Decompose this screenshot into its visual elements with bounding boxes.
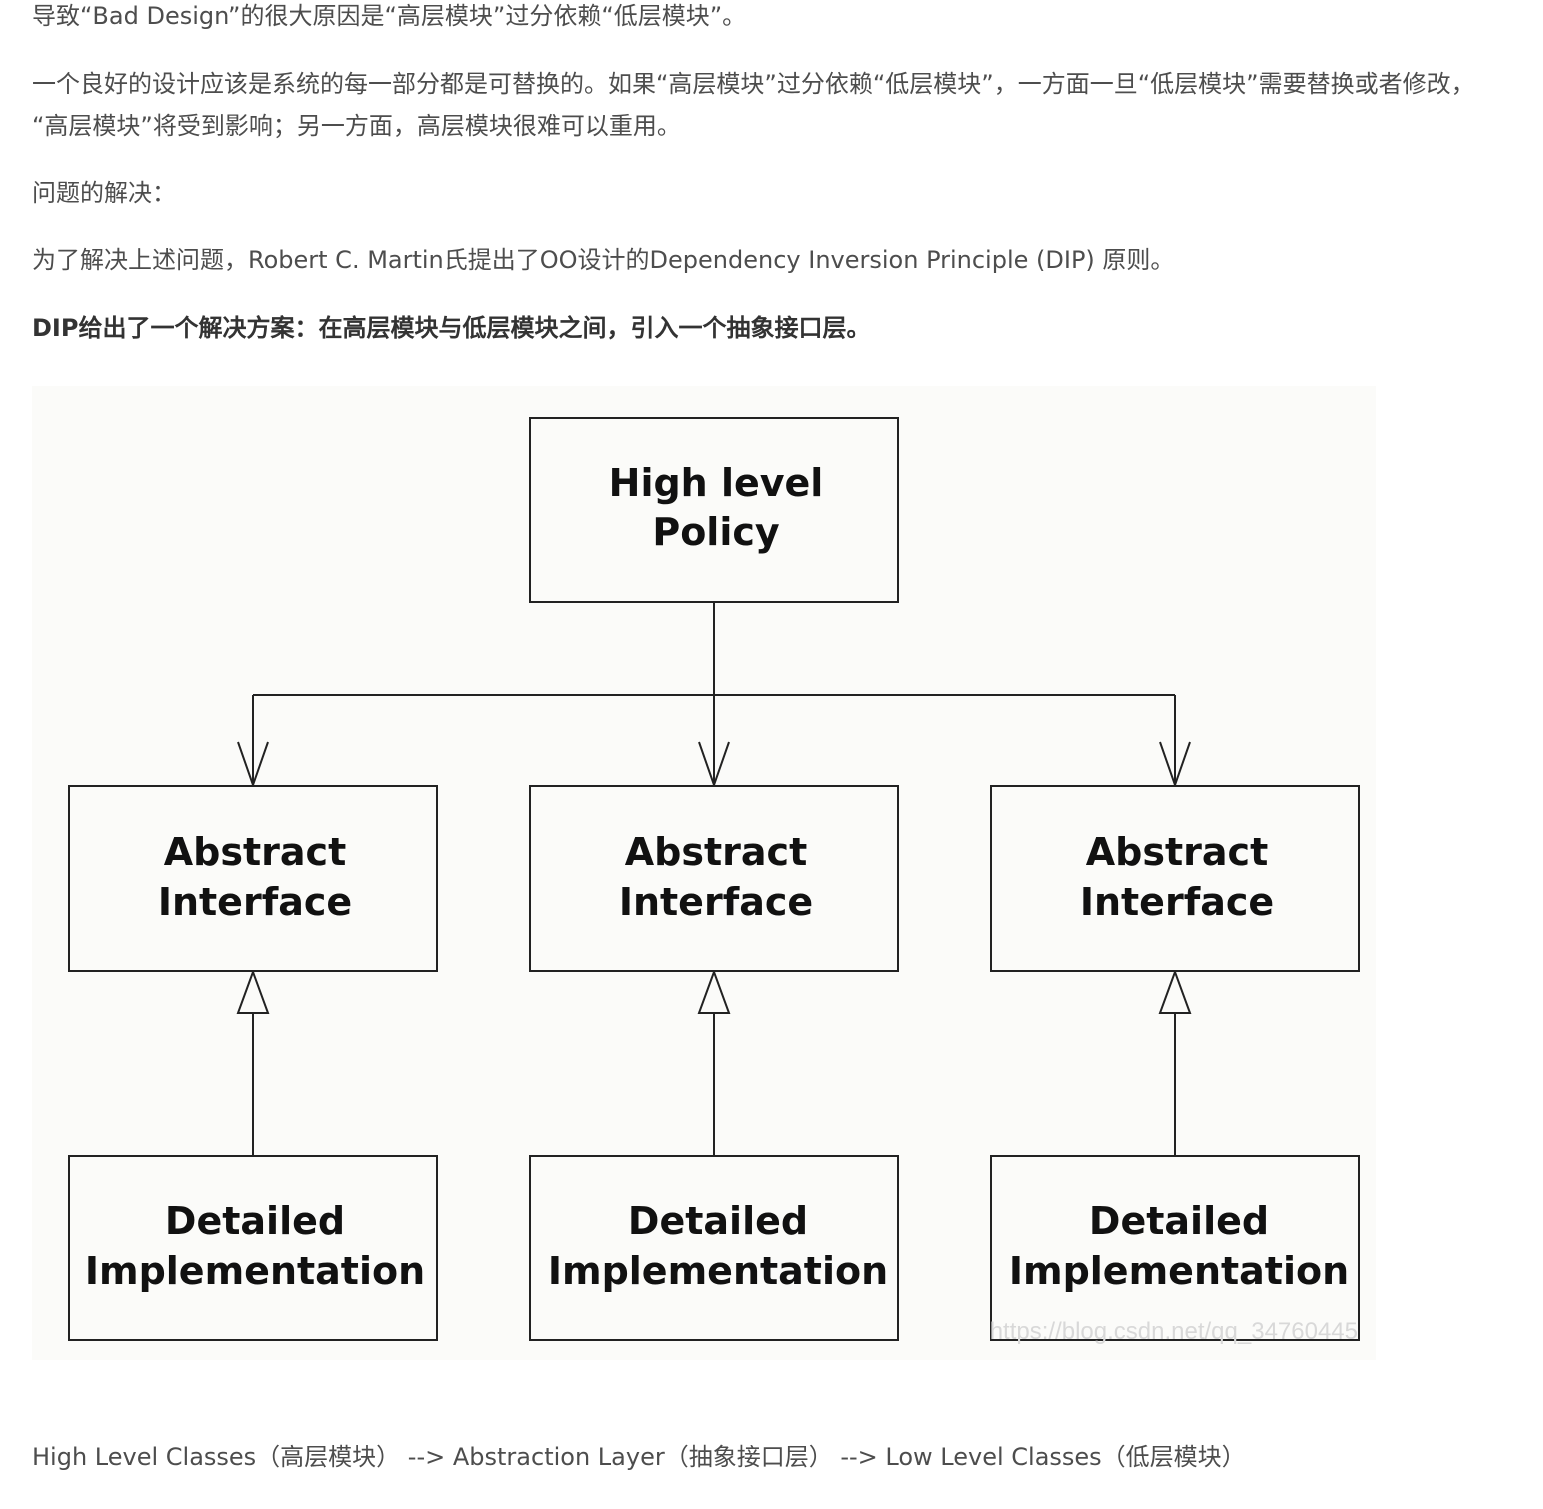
node-label-line-1: High level	[609, 461, 824, 505]
node-label-line-2: Implementation	[548, 1249, 888, 1293]
node-box	[529, 1155, 899, 1341]
node-label-line-1: Abstract	[164, 830, 346, 874]
paragraph-good-design: 一个良好的设计应该是系统的每一部分都是可替换的。如果“高层模块”过分依赖“低层模…	[32, 63, 1475, 147]
node-label-line-2: Implementation	[85, 1249, 425, 1293]
paragraph-good-design-line-2: “高层模块”将受到影响；另一方面，高层模块很难可以重用。	[32, 112, 681, 140]
paragraph-dip-solution: DIP给出了一个解决方案：在高层模块与低层模块之间，引入一个抽象接口层。	[32, 314, 871, 342]
node-label-line-1: Abstract	[1086, 830, 1268, 874]
node-label-line-2: Interface	[619, 880, 813, 924]
paragraph-layer-summary: High Level Classes（高层模块） --> Abstraction…	[32, 1443, 1246, 1471]
node-label-line-2: Interface	[1080, 880, 1274, 924]
node-box	[68, 1155, 438, 1341]
node-label-line-1: Detailed	[165, 1199, 345, 1243]
dip-diagram-image: High level Policy Abstract Interface Abs…	[32, 386, 1376, 1360]
node-detailed-implementation-1: Detailed Implementation	[68, 1155, 438, 1341]
node-high-level-policy: High level Policy	[529, 417, 899, 603]
node-label-line-2: Implementation	[1009, 1249, 1349, 1293]
dependency-edges	[237, 602, 1191, 789]
node-abstract-interface-2: Abstract Interface	[529, 785, 899, 972]
paragraph-good-design-line-1: 一个良好的设计应该是系统的每一部分都是可替换的。如果“高层模块”过分依赖“低层模…	[32, 70, 1475, 98]
watermark-text: https://blog.csdn.net/qq_34760445	[990, 1318, 1358, 1345]
node-label-line-1: Detailed	[628, 1199, 808, 1243]
paragraph-solution-heading: 问题的解决：	[32, 179, 176, 207]
node-label-line-1: Detailed	[1089, 1199, 1269, 1243]
node-abstract-interface-1: Abstract Interface	[68, 785, 438, 972]
hollow-triangle-arrowhead-icon	[697, 969, 731, 1014]
node-box	[990, 785, 1360, 972]
hollow-triangle-arrowhead-icon	[1158, 969, 1192, 1014]
hollow-triangle-arrowhead-icon	[236, 969, 270, 1014]
node-box	[990, 1155, 1360, 1341]
node-detailed-implementation-2: Detailed Implementation	[529, 1155, 899, 1341]
node-box	[529, 785, 899, 972]
node-label-line-2: Policy	[652, 510, 780, 554]
node-abstract-interface-3: Abstract Interface	[990, 785, 1360, 972]
realization-edges	[236, 969, 1192, 1155]
node-label-line-2: Interface	[158, 880, 352, 924]
dip-diagram: High level Policy Abstract Interface Abs…	[68, 417, 1360, 1345]
node-box	[529, 417, 899, 603]
node-box	[68, 785, 438, 972]
paragraph-dip-intro: 为了解决上述问题，Robert C. Martin氏提出了OO设计的Depend…	[32, 246, 1175, 274]
paragraph-bad-design-cause: 导致“Bad Design”的很大原因是“高层模块”过分依赖“低层模块”。	[32, 2, 747, 30]
node-label-line-1: Abstract	[625, 830, 807, 874]
node-detailed-implementation-3: Detailed Implementation	[990, 1155, 1360, 1341]
